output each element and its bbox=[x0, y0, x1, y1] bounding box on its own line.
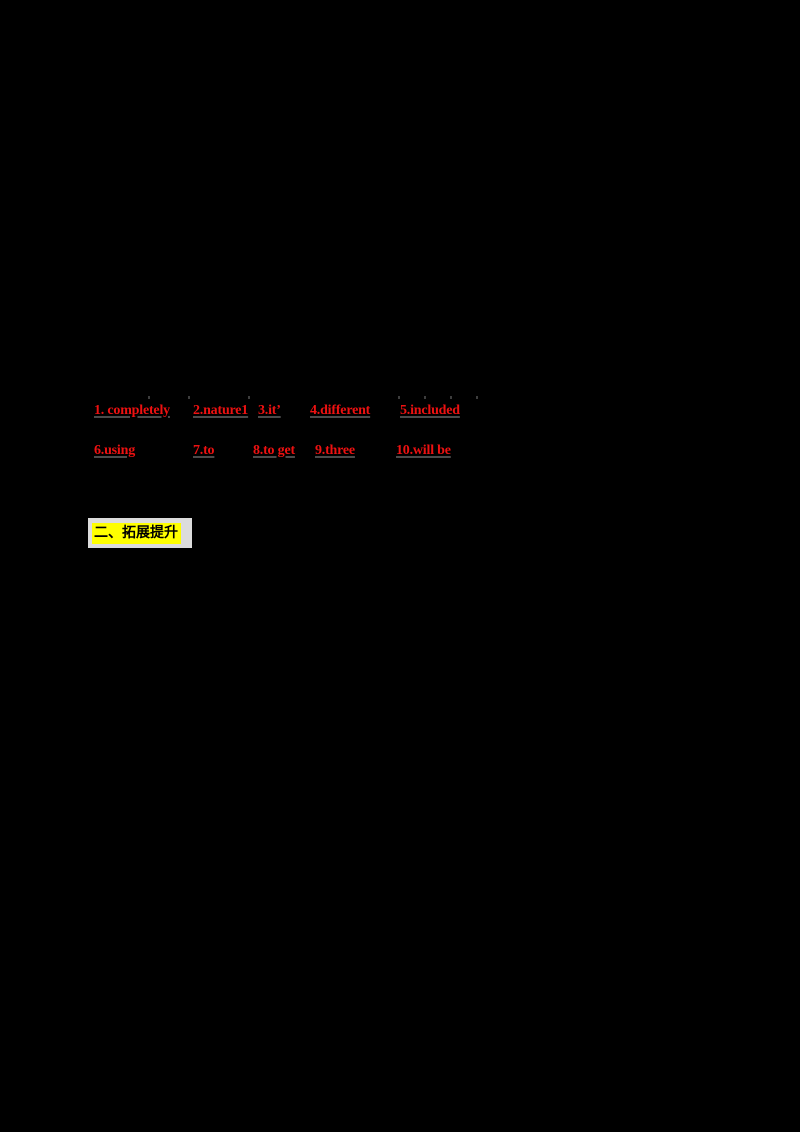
blank-underline-mark bbox=[148, 396, 150, 399]
answer-item-3: 3.it’ bbox=[258, 403, 281, 418]
blank-underline-mark bbox=[248, 396, 250, 399]
blank-underline-mark bbox=[450, 396, 452, 399]
answer-item-9: 9.three bbox=[315, 443, 355, 458]
blank-underline-mark bbox=[424, 396, 426, 399]
blank-underline-mark bbox=[398, 396, 400, 399]
answer-item-4: 4.different bbox=[310, 403, 371, 418]
answer-item-7: 7.to bbox=[193, 443, 215, 458]
answer-item-8: 8.to get bbox=[253, 443, 295, 458]
answer-row: 1. completely 2.nature1 3.it’ 4.differen… bbox=[0, 396, 800, 436]
answer-item-10: 10.will be bbox=[396, 443, 451, 458]
blank-underline-mark bbox=[188, 396, 190, 399]
answer-key-block: 1. completely 2.nature1 3.it’ 4.differen… bbox=[0, 396, 800, 476]
answer-item-1: 1. completely bbox=[94, 403, 170, 418]
answer-item-5: 5.included bbox=[400, 403, 460, 418]
answer-row: 6.using 7.to 8.to get 9.three 10.will be bbox=[0, 436, 800, 476]
blank-underline-mark bbox=[476, 396, 478, 399]
answer-item-2: 2.nature1 bbox=[193, 403, 249, 418]
answer-item-6: 6.using bbox=[94, 443, 136, 458]
section-heading-expansion: 二、拓展提升 bbox=[92, 523, 181, 544]
